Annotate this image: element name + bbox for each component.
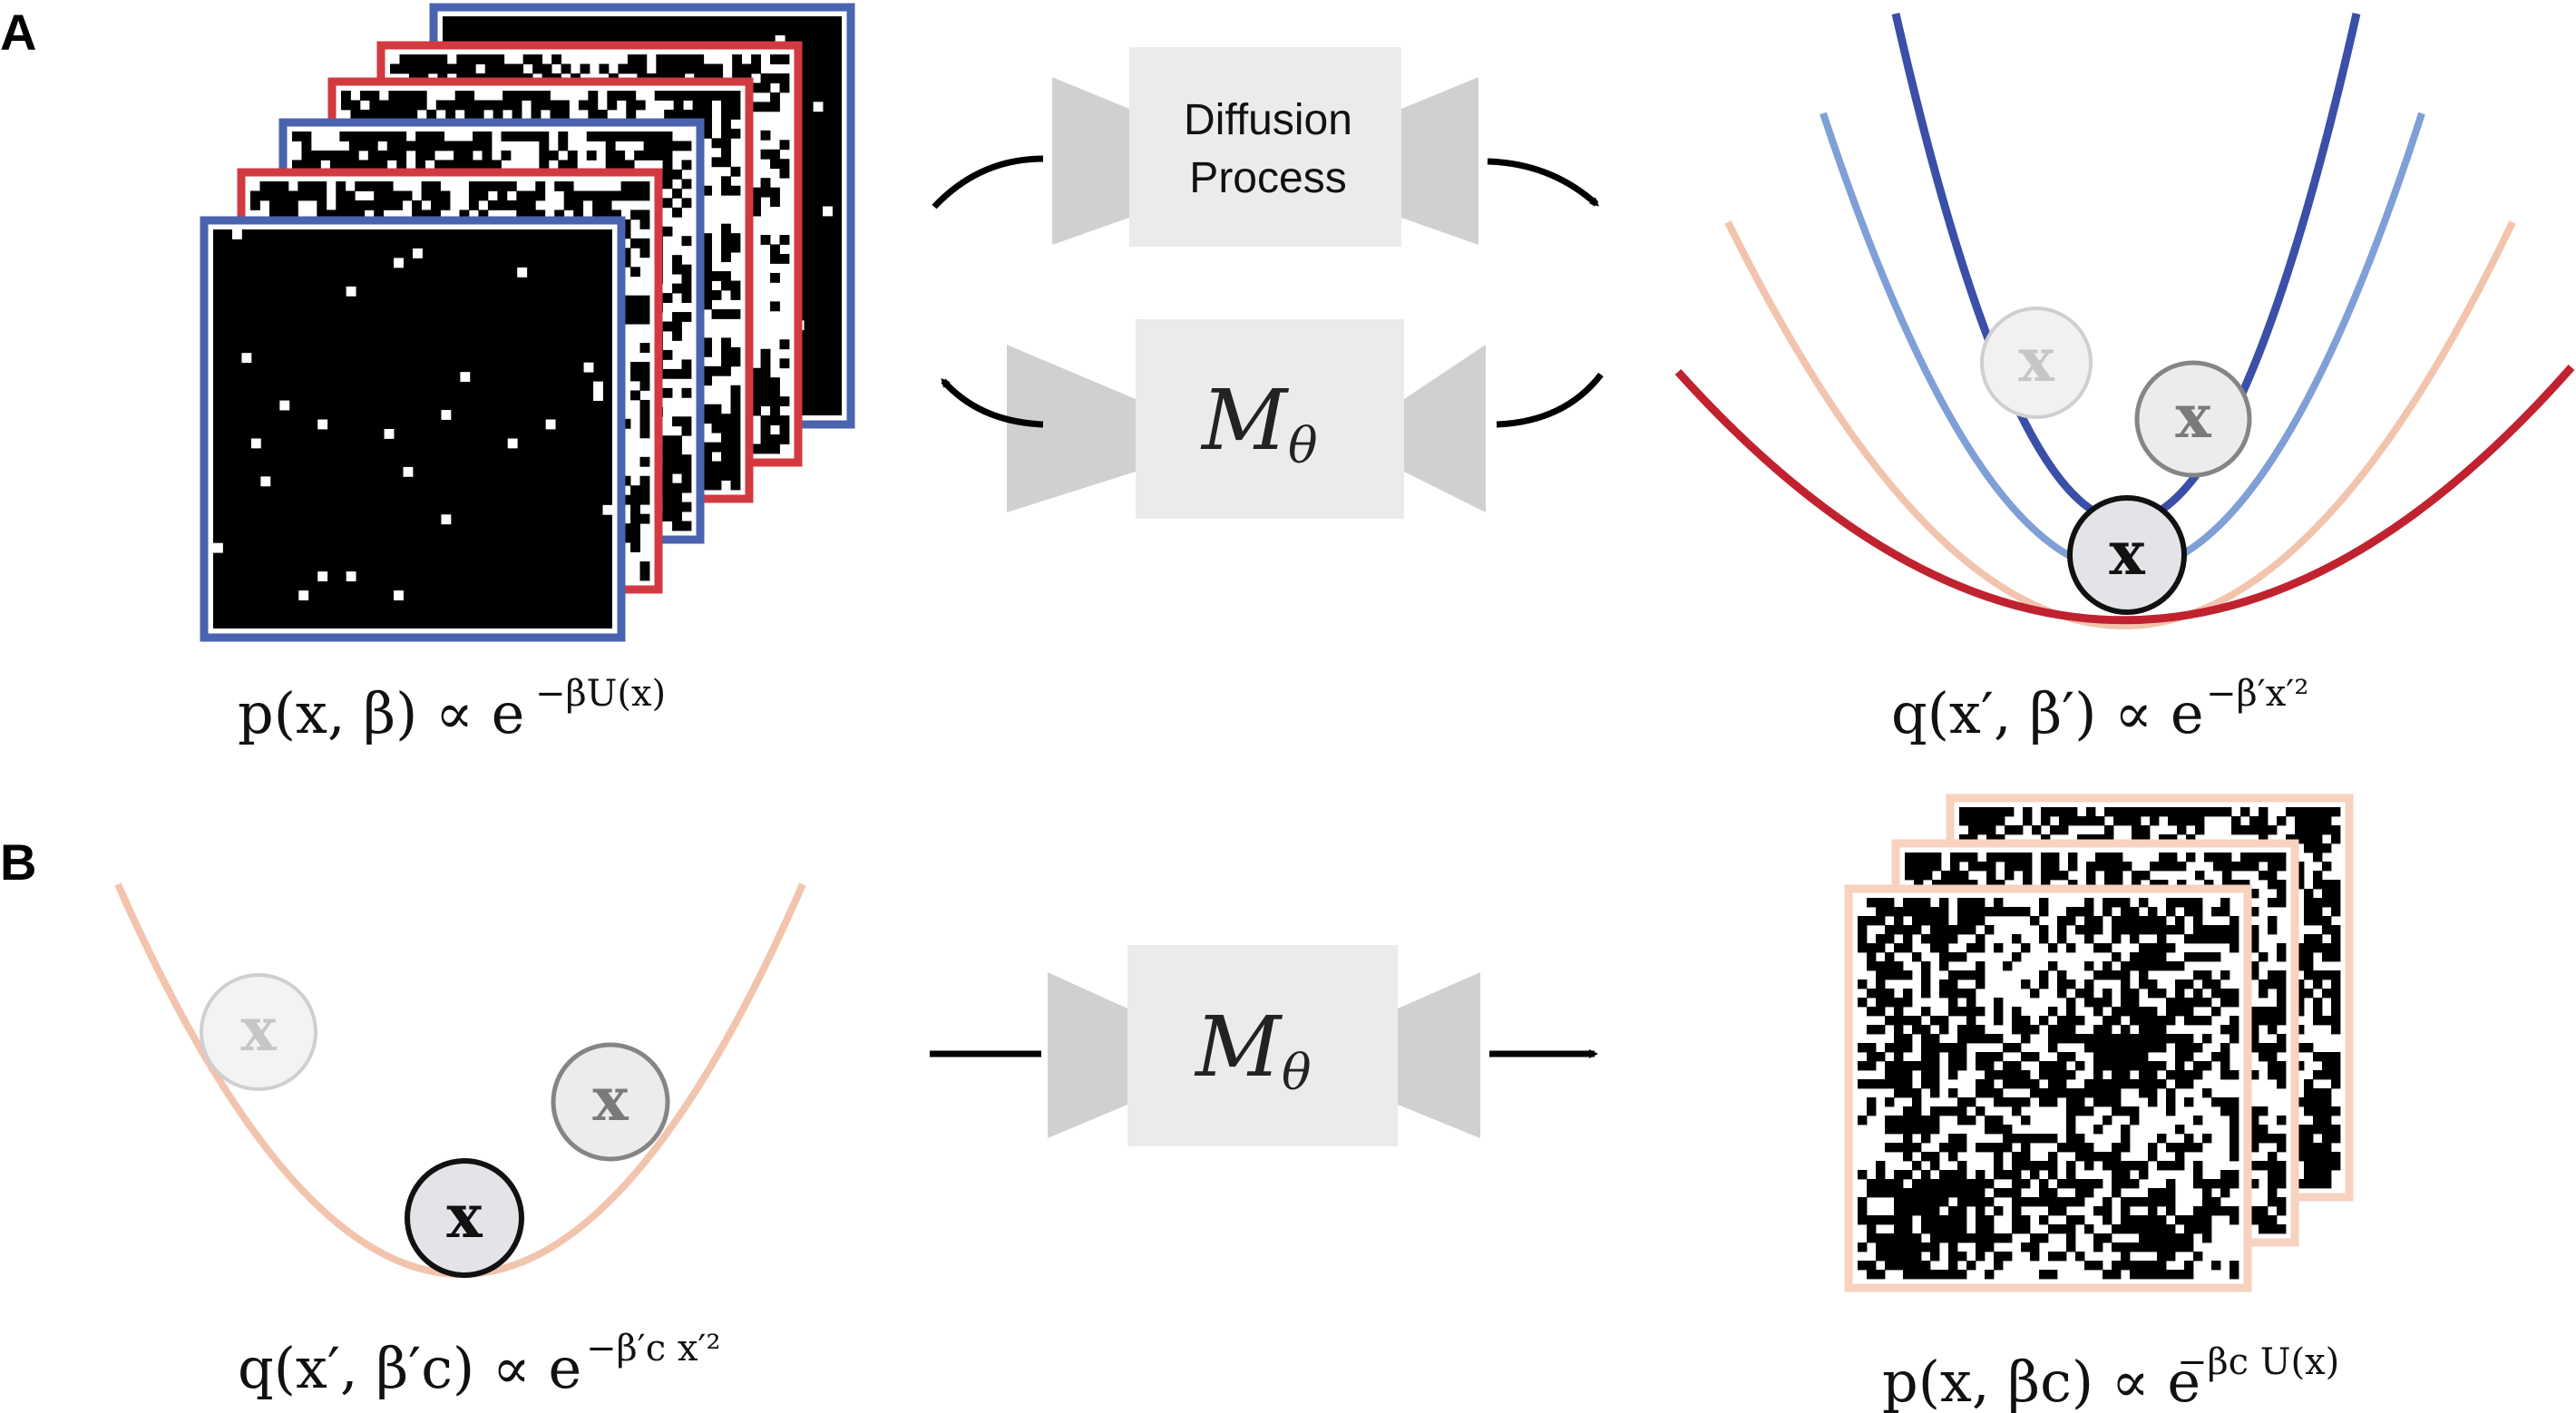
- arrow-out-of-model-a: [941, 378, 1044, 428]
- formula-a-right: q(x′, β′) ∝ e −β′x′²: [1891, 673, 2308, 746]
- model-a-right-trapezoid: [1404, 345, 1486, 512]
- diffusion-process-block: Diffusion Process: [1052, 47, 1478, 247]
- formula-b-left-exponent: −β′c x′²: [586, 1328, 721, 1369]
- formula-b-right-exponent: −βc U(x): [2177, 1341, 2339, 1383]
- formula-b-right: p(x, βc) ∝ e −βc U(x): [1882, 1341, 2339, 1413]
- particle-label: x: [240, 994, 277, 1065]
- arrow-out-of-diffusion: [1487, 158, 1599, 207]
- particle-label: x: [592, 1064, 629, 1135]
- model-a-box: [1136, 319, 1404, 519]
- particle-dark-b: x: [405, 1158, 524, 1278]
- lattice-frame: [1844, 884, 2252, 1292]
- model-b-left-trapezoid: [1048, 972, 1127, 1138]
- parabola-family-a: [1674, 13, 2575, 629]
- formula-a-right-base: q(x′, β′) ∝ e: [1891, 680, 2204, 746]
- formula-b-right-base: p(x, βc) ∝ e: [1882, 1349, 2200, 1413]
- diffusion-left-trapezoid: [1052, 77, 1129, 245]
- particle-faint-b: x: [200, 973, 317, 1091]
- particle-label: x: [2018, 325, 2054, 395]
- arrow-into-diffusion: [932, 155, 1044, 210]
- parabola-dark-red: [1674, 365, 2575, 625]
- particle-label: x: [446, 1181, 483, 1252]
- formula-a-left: p(x, β) ∝ e −βU(x): [238, 673, 666, 746]
- panel-label-a: A: [0, 4, 36, 61]
- diffusion-label-line1: Diffusion: [1184, 96, 1352, 144]
- formula-a-right-exponent: −β′x′²: [2206, 673, 2308, 715]
- formula-b-left: q(x′, β′c) ∝ e −β′c x′²: [238, 1328, 721, 1401]
- parabola-peach: [1724, 220, 2516, 629]
- lattice-frame: [200, 216, 626, 642]
- diffusion-label-line2: Process: [1189, 154, 1346, 202]
- particle-label: x: [2109, 518, 2145, 589]
- model-a-left-trapezoid: [1007, 345, 1136, 512]
- lattice-stack-a: [200, 3, 855, 642]
- lattice-stack-b: [1844, 794, 2354, 1292]
- particle-faint-a: x: [1980, 307, 2093, 419]
- particle-medium-b: x: [551, 1042, 670, 1162]
- formula-a-left-base: p(x, β) ∝ e: [238, 680, 524, 746]
- model-block-b: M θ: [1048, 945, 1480, 1146]
- model-block-a: M θ: [1007, 319, 1486, 519]
- diffusion-box: [1129, 47, 1401, 247]
- particle-medium-a: x: [2134, 360, 2252, 478]
- model-b-right-trapezoid: [1398, 972, 1480, 1138]
- model-a-symbol: M: [1200, 372, 1290, 469]
- arrow-into-model-a: [1496, 372, 1604, 428]
- model-b-subscript: θ: [1282, 1044, 1312, 1101]
- model-b-symbol: M: [1194, 999, 1283, 1096]
- particle-dark-a: x: [2067, 495, 2187, 615]
- particle-label: x: [2175, 381, 2211, 452]
- model-a-subscript: θ: [1288, 417, 1318, 474]
- formula-a-left-exponent: −βU(x): [535, 673, 666, 715]
- model-b-box: [1127, 945, 1398, 1146]
- formula-b-left-base: q(x′, β′c) ∝ e: [238, 1335, 581, 1401]
- panel-label-b: B: [0, 833, 36, 891]
- diffusion-right-trapezoid: [1401, 77, 1478, 245]
